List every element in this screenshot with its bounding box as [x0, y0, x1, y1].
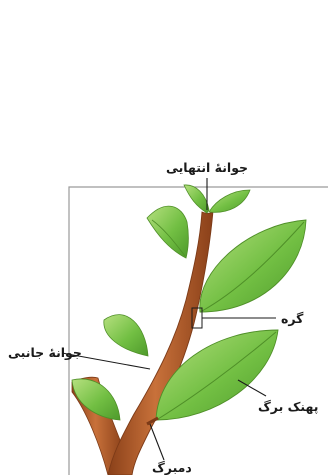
upper-right-leaf — [200, 220, 306, 312]
petiole-leader — [150, 424, 164, 460]
label-leaf-blade: پهنک برگ — [258, 398, 318, 414]
middle-left-leaf — [104, 315, 148, 356]
lower-left-leaf — [72, 379, 120, 420]
terminal-bud-leaf-right — [209, 190, 250, 212]
label-lateral-bud: جوانهٔ جانبی — [8, 345, 82, 360]
upper-small-leaf — [147, 206, 188, 258]
label-terminal-bud: جوانهٔ انتهایی — [166, 160, 248, 175]
label-petiole: دمبرگ — [152, 459, 192, 475]
label-node: گره — [281, 311, 304, 326]
terminal-bud-leaf-left — [184, 185, 209, 213]
